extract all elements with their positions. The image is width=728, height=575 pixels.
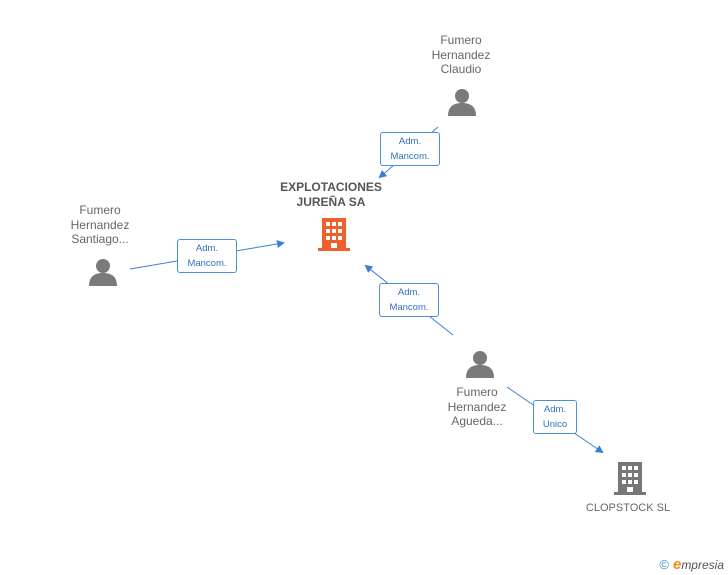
main-company-name-line1: EXPLOTACIONES [280,180,382,194]
person-santiago-line2: Hernandez [70,217,130,232]
person-santiago-name[interactable]: Fumero Hernandez Santiago... [45,203,155,247]
footer-credit: © empresia [659,556,724,573]
main-company-name[interactable]: EXPLOTACIONES JUREÑA SA [261,180,401,210]
edge-label-claudio: Adm. Mancom. [380,132,440,166]
person-santiago-line3: Santiago... [71,232,129,246]
person-claudio-name[interactable]: Fumero Hernandez Claudio [406,33,516,77]
person-agueda-line2: Hernandez [447,399,507,414]
edge-label-agueda-clopstock-line1: Adm. [543,404,567,415]
building-icon[interactable] [318,216,350,252]
person-icon[interactable] [447,88,477,116]
person-icon[interactable] [88,258,118,286]
brand-rest: mpresia [681,558,724,572]
edge-label-agueda-main: Adm. Mancom. [379,283,439,317]
edge-label-claudio-line2: Mancom. [390,151,430,162]
person-agueda-line1: Fumero [456,385,498,399]
edge-label-claudio-line1: Adm. [398,136,422,147]
edge-label-santiago-line2: Mancom. [187,258,227,269]
main-company-name-line2: JUREÑA SA [296,195,366,209]
person-claudio-line3: Claudio [440,62,482,76]
clopstock-name[interactable]: CLOPSTOCK SL [585,502,671,514]
person-icon[interactable] [465,350,495,378]
person-agueda-name[interactable]: Fumero Hernandez Agueda... [422,385,532,429]
person-claudio-line1: Fumero [440,33,482,47]
person-agueda-line3: Agueda... [451,414,503,428]
edge-label-agueda-clopstock-line2: Unico [542,419,568,430]
edge-label-agueda-main-line2: Mancom. [389,302,429,313]
copyright-icon: © [659,557,669,572]
brand-logo[interactable]: empresia [673,556,724,573]
brand-initial: e [672,556,682,573]
person-santiago-line1: Fumero [79,203,121,217]
edge-label-agueda-clopstock: Adm. Unico [533,400,577,434]
edge-label-santiago-line1: Adm. [195,243,219,254]
edge-label-santiago: Adm. Mancom. [177,239,237,273]
edge-label-agueda-main-line1: Adm. [397,287,421,298]
person-claudio-line2: Hernandez [431,47,491,62]
building-icon[interactable] [614,460,646,496]
